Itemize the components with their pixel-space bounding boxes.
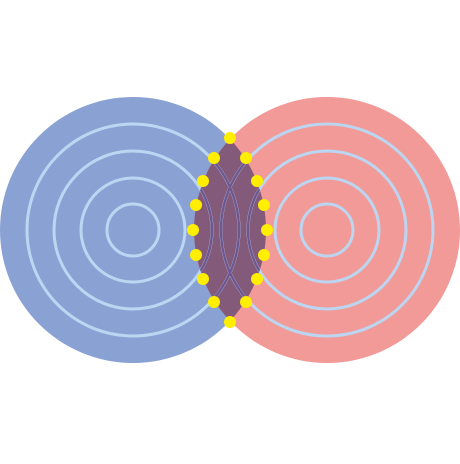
overlap-ring-group [194,122,266,338]
intersection-marker [258,249,270,261]
right-ring-2 [273,176,381,284]
intersection-marker [197,175,209,187]
intersection-marker [224,132,236,144]
intersection-marker [197,273,209,285]
left-circle [0,97,266,363]
overlap-ring-right-3 [246,149,266,311]
intersection-marker [240,152,252,164]
intersection-marker [208,152,220,164]
right-circle [194,97,460,363]
intersection-marker [261,224,273,236]
intersection-marker [208,296,220,308]
intersection-markers [187,132,273,328]
left-ring-2 [79,176,187,284]
left-ring-1 [105,202,161,258]
right-ring-1 [299,202,355,258]
intersection-marker [187,224,199,236]
overlap-ring-left-4 [194,122,241,338]
overlap-ring-right-4 [219,122,266,338]
intersection-marker [240,296,252,308]
intersection-marker [190,199,202,211]
intersection-marker [251,273,263,285]
intersection-marker [224,316,236,328]
intersection-marker [190,249,202,261]
intersection-marker [251,175,263,187]
overlap-ring-left-3 [194,149,214,311]
intersection-marker [258,199,270,211]
